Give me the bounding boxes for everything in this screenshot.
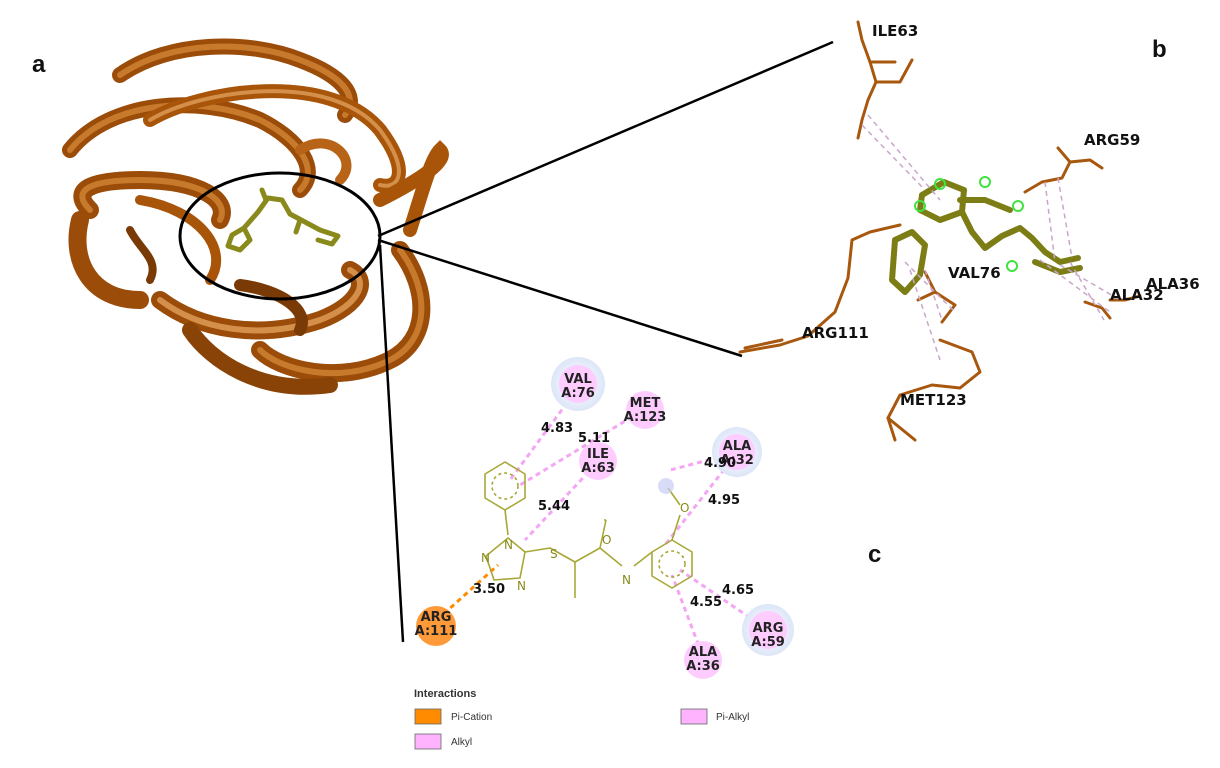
svg-text:A:111: A:111 — [415, 624, 458, 639]
panel-b-letter: b — [1152, 36, 1167, 63]
label-ala36: ALA36 — [1146, 275, 1200, 293]
legend-label-alkyl: Alkyl — [451, 737, 472, 748]
svg-text:A:76: A:76 — [561, 386, 595, 401]
legend-swatch-pi-cation — [414, 708, 442, 725]
svg-text:A:59: A:59 — [751, 635, 785, 650]
distance-label: 4.90 — [704, 456, 736, 471]
svg-text:ARG: ARG — [753, 621, 784, 636]
svg-text:O: O — [680, 501, 689, 515]
distance-labels: 4.83 5.11 5.44 4.90 4.95 4.65 4.55 3.50 — [473, 421, 754, 610]
ligand-2d-structure — [484, 461, 693, 598]
interactions-legend: Interactions Pi-Cation Alkyl Pi-Alkyl — [414, 688, 749, 750]
node-ile63: ILE A:63 — [579, 442, 617, 480]
svg-text:MET: MET — [630, 396, 661, 411]
distance-label: 4.95 — [708, 493, 740, 508]
interaction-dashes — [861, 114, 1121, 361]
svg-text:VAL: VAL — [564, 372, 592, 387]
node-val76: VAL A:76 — [551, 357, 605, 411]
svg-text:A:63: A:63 — [581, 461, 615, 476]
panel-c-letter: c — [868, 541, 881, 568]
ligand-in-pocket — [225, 187, 341, 253]
node-met123: MET A:123 — [624, 391, 667, 429]
label-ala32: ALA32 — [1110, 286, 1164, 304]
distance-label: 5.44 — [538, 499, 570, 514]
panel-c: c VAL A:76 MET A:123 — [414, 357, 881, 750]
svg-text:N: N — [517, 579, 526, 593]
panel-a-letter: a — [32, 51, 46, 78]
residue-sticks — [738, 20, 1142, 442]
label-met123: MET123 — [900, 391, 967, 409]
svg-text:ALA: ALA — [723, 439, 751, 454]
node-ala32: ALA A:32 — [712, 427, 762, 477]
svg-text:ALA: ALA — [689, 645, 717, 660]
svg-text:S: S — [550, 547, 558, 561]
ether-methyl-halo — [658, 478, 674, 494]
legend-swatch-pi-alkyl — [680, 708, 708, 725]
panel-b: b — [738, 20, 1200, 442]
distance-label: 3.50 — [473, 582, 505, 597]
protein-ribbon — [62, 38, 449, 395]
distance-label: 5.11 — [578, 431, 610, 446]
svg-text:N: N — [622, 573, 631, 587]
legend-label-pi-alkyl: Pi-Alkyl — [716, 712, 749, 723]
svg-text:A:123: A:123 — [624, 410, 667, 425]
legend-swatch-alkyl — [414, 733, 442, 750]
label-ile63: ILE63 — [872, 22, 918, 40]
svg-text:O: O — [602, 533, 611, 547]
svg-text:A:36: A:36 — [686, 659, 720, 674]
label-arg59: ARG59 — [1084, 131, 1140, 149]
connector-lines — [377, 40, 834, 643]
svg-text:N: N — [481, 551, 490, 565]
ligand-atom-labels: O O S N N N N — [481, 501, 689, 593]
svg-text:N: N — [504, 538, 513, 552]
label-val76: VAL76 — [948, 264, 1001, 282]
residue-nodes: VAL A:76 MET A:123 ILE A:63 ALA A:32 — [415, 357, 794, 679]
legend-label-pi-cation: Pi-Cation — [451, 712, 492, 723]
node-ala36: ALA A:36 — [684, 641, 722, 679]
svg-text:A:32: A:32 — [720, 453, 754, 468]
svg-text:ILE: ILE — [587, 447, 609, 462]
halogen-highlights — [914, 176, 1024, 272]
legend-title: Interactions — [414, 688, 476, 700]
distance-label: 4.83 — [541, 421, 573, 436]
svg-text:ARG: ARG — [421, 610, 452, 625]
distance-label: 4.55 — [690, 595, 722, 610]
label-arg111: ARG111 — [802, 324, 869, 342]
node-arg111: ARG A:111 — [415, 606, 458, 646]
distance-label: 4.65 — [722, 583, 754, 598]
panel-a: a — [32, 38, 449, 395]
node-arg59: ARG A:59 — [742, 604, 794, 656]
